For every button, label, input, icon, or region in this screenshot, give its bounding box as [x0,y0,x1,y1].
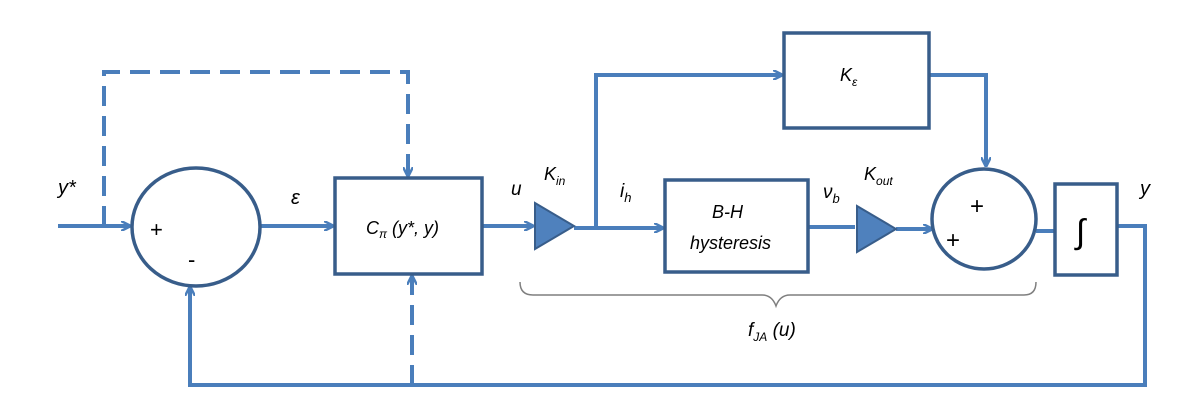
k-eps-label-sub: ε [852,75,858,89]
k-in-label: Kin [544,164,566,188]
label-flux: νb [823,182,840,206]
wire-branch-k-eps [594,75,782,228]
label-error: ε [291,187,301,209]
wire-dashed-reference [102,70,408,226]
error-sum-minus-sign: - [188,247,195,272]
controller-block [333,176,484,276]
label-current-sub: h [624,190,631,205]
label-flux-sub: b [833,191,840,206]
hysteresis-block [663,178,810,274]
wire-output-feedback [190,224,1147,387]
f-ja-label-args: (u) [767,320,796,341]
f-ja-label-sub: JA [752,330,767,344]
k-eps-label: Kε [840,65,858,89]
hysteresis-label-line1: B-H [712,202,744,222]
k-out-label-sub: out [876,174,893,188]
error-sum-plus-sign: + [150,217,163,242]
f-ja-label-main: f [748,320,755,341]
k-out-label: Kout [864,164,893,188]
k-eps-block [782,31,931,130]
output-summing-junction [930,167,1038,271]
k-in-label-sub: in [556,174,566,188]
hysteresis-label-line2: hysteresis [690,233,771,253]
label-current-main: i [620,181,625,202]
controller-label: Cπ (y*, y) [366,218,439,241]
controller-label-args: (y*, y) [387,218,439,238]
k-eps-label-main: K [840,65,853,85]
wire-k-eps-sum [929,73,986,166]
output-sum-plus-top-sign: + [970,193,984,220]
controller-label-main: C [366,218,380,238]
label-output: y [1138,178,1151,200]
output-sum-plus-left-sign: + [946,227,960,254]
f-ja-brace [519,281,1037,309]
k-out-label-main: K [864,164,877,184]
label-flux-main: ν [823,182,833,203]
f-ja-label: fJA (u) [748,320,796,344]
controller-label-sub: π [379,227,388,241]
label-reference: y* [56,177,77,199]
label-current: ih [620,181,631,205]
saturation-block [1053,182,1119,277]
saturation-symbol: ∫ [1074,213,1087,251]
k-in-gain-triangle [534,201,576,251]
label-control: u [511,179,522,200]
error-summing-junction [130,166,262,288]
k-in-label-main: K [544,164,557,184]
k-out-gain-triangle [856,204,898,254]
